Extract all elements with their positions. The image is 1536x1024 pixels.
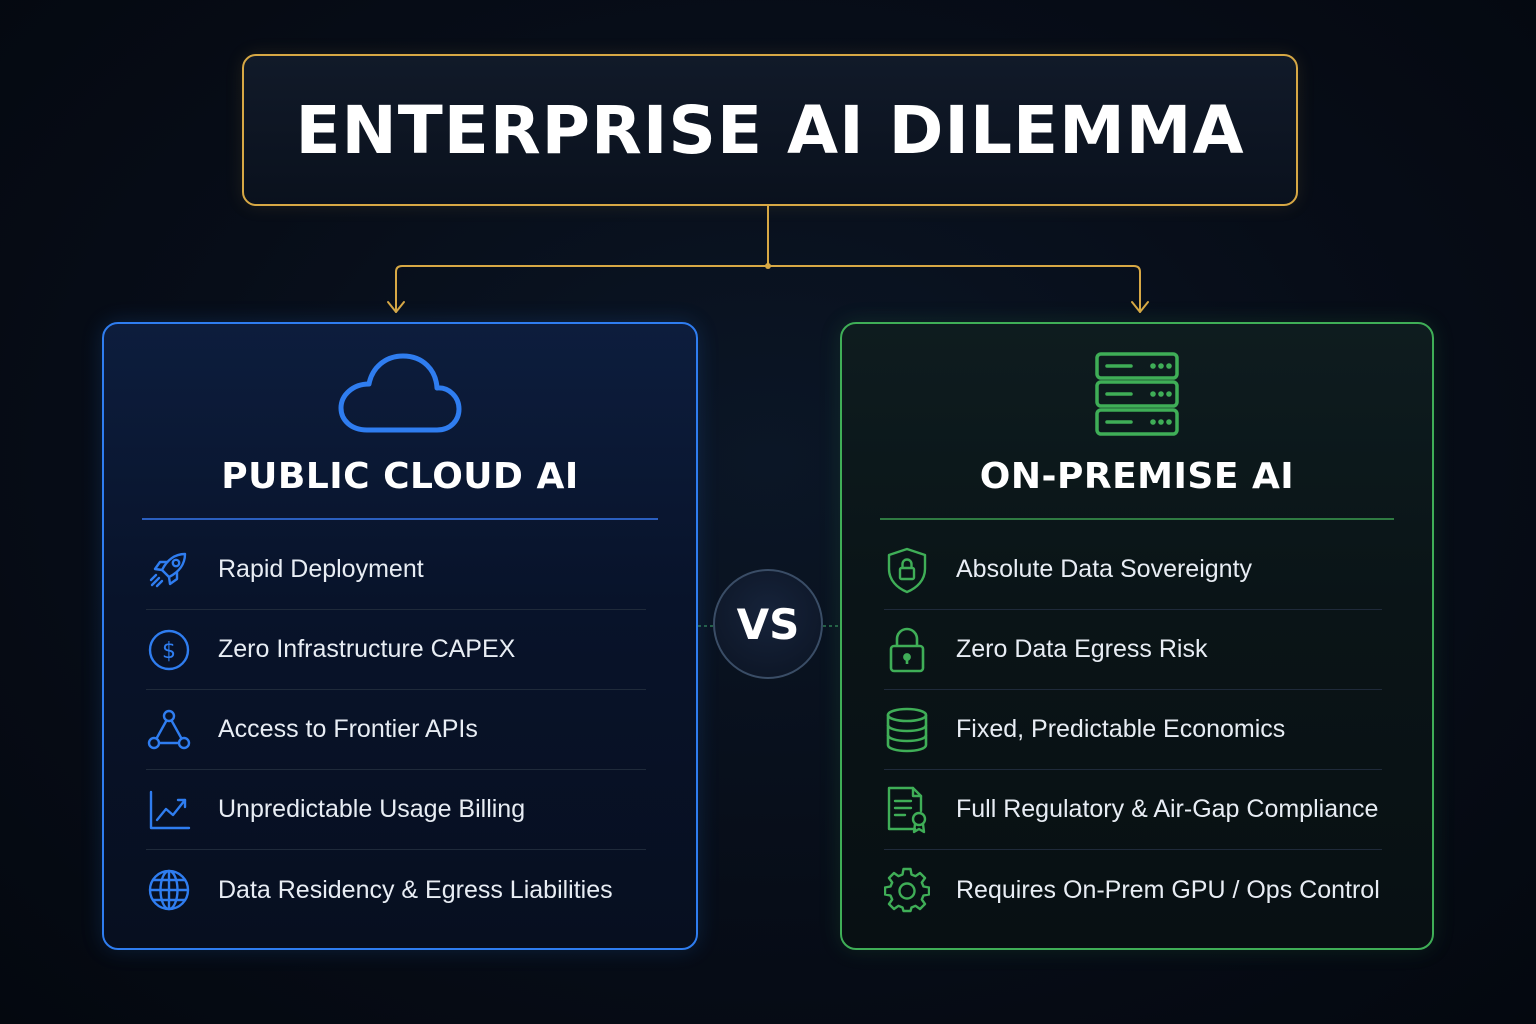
on-premise-panel: ON-PREMISE AI Absolute Data Sovereignty: [840, 322, 1434, 950]
item-label: Absolute Data Sovereignty: [956, 555, 1253, 583]
item-label: Data Residency & Egress Liabilities: [218, 875, 613, 904]
on-premise-divider: [880, 518, 1394, 520]
item-label: Unpredictable Usage Billing: [218, 795, 526, 823]
list-item: Requires On-Prem GPU / Ops Control: [884, 850, 1382, 930]
list-item: Access to Frontier APIs: [146, 690, 646, 770]
on-premise-title: ON-PREMISE AI: [979, 456, 1295, 497]
list-item: Zero Data Egress Risk: [884, 610, 1382, 690]
public-cloud-title: PUBLIC CLOUD AI: [221, 456, 579, 497]
item-label: Fixed, Predictable Economics: [956, 715, 1286, 743]
list-item: Fixed, Predictable Economics: [884, 690, 1382, 770]
on-premise-list: Absolute Data Sovereignty Zero Data Egre…: [884, 530, 1382, 930]
gear-icon: [884, 867, 930, 913]
rocket-icon: [146, 547, 192, 593]
dollar-circle-icon: $: [146, 627, 192, 673]
padlock-icon: [884, 627, 930, 673]
public-cloud-divider: [142, 518, 658, 520]
junction-dot: [765, 263, 771, 269]
database-stack-icon: [884, 707, 930, 753]
item-label: Zero Infrastructure CAPEX: [218, 635, 516, 663]
diagram-title: ENTERPRISE AI DILEMMA: [295, 91, 1245, 169]
list-item: Rapid Deployment: [146, 530, 646, 610]
shield-lock-icon: [884, 547, 930, 593]
network-nodes-icon: [146, 707, 192, 753]
vs-badge: VS: [713, 569, 823, 679]
item-label: Full Regulatory & Air-Gap Compliance: [956, 795, 1379, 823]
list-item: $ Zero Infrastructure CAPEX: [146, 610, 646, 690]
left-arrowhead: [387, 301, 405, 313]
svg-text:$: $: [162, 639, 176, 664]
list-item: Data Residency & Egress Liabilities: [146, 850, 646, 930]
certificate-document-icon: [884, 786, 930, 833]
trend-chart-icon: [146, 787, 192, 833]
cloud-icon: [337, 352, 463, 439]
vs-label: VS: [736, 599, 800, 649]
left-branch-connector: [395, 265, 769, 313]
right-branch-connector: [767, 265, 1141, 313]
item-label: Access to Frontier APIs: [218, 715, 478, 743]
list-item: Unpredictable Usage Billing: [146, 770, 646, 850]
item-label: Rapid Deployment: [218, 555, 424, 583]
list-item: Absolute Data Sovereignty: [884, 530, 1382, 610]
item-label: Requires On-Prem GPU / Ops Control: [956, 875, 1380, 904]
server-rack-icon: [1095, 352, 1179, 441]
title-box: ENTERPRISE AI DILEMMA: [242, 54, 1298, 206]
list-item: Full Regulatory & Air-Gap Compliance: [884, 770, 1382, 850]
right-arrowhead: [1131, 301, 1149, 313]
globe-icon: [146, 867, 192, 913]
public-cloud-list: Rapid Deployment $ Zero Infrastructure C…: [146, 530, 646, 930]
item-label: Zero Data Egress Risk: [956, 635, 1208, 663]
public-cloud-panel: PUBLIC CLOUD AI Rapid Deployment: [102, 322, 698, 950]
